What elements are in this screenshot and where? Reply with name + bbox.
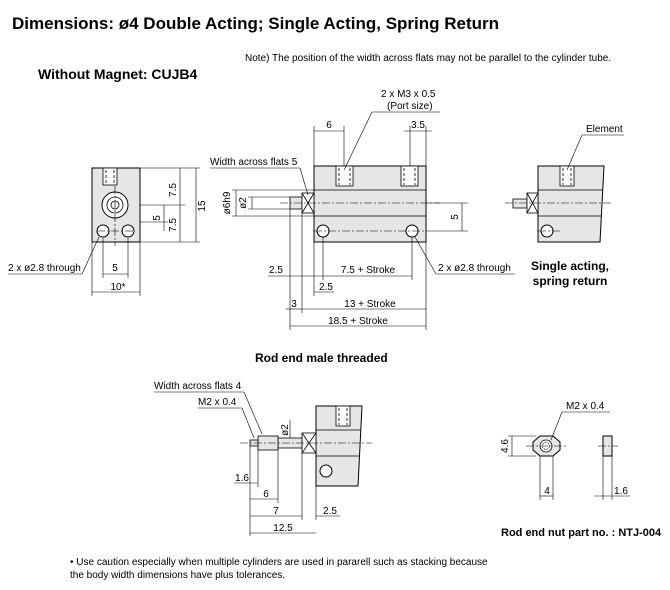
label-m2-rod: M2 x 0.4: [198, 397, 237, 408]
dim-6: 6: [326, 120, 332, 131]
dim-7-5-stroke: 7.5 + Stroke: [341, 265, 396, 276]
dim-7-5-bot: 7.5: [168, 218, 179, 232]
dim-13-stroke: 13 + Stroke: [344, 299, 396, 310]
single-acting-body: [537, 165, 605, 243]
dim-2-5b: 2.5: [319, 282, 333, 293]
label-waf5: Width across flats 5: [210, 157, 298, 168]
caution-note: • Use caution especially when multiple c…: [70, 557, 488, 581]
dim-5-vert: 5: [152, 215, 163, 221]
label-through-left: 2 x ø2.8 through: [8, 263, 81, 274]
section-rod-end-title: Rod end male threaded: [255, 351, 388, 365]
dim-18-5-stroke: 18.5 + Stroke: [328, 316, 388, 327]
dim-phi2-rod: ø2: [280, 424, 291, 436]
dim-phi6h9: ø6h9: [222, 191, 233, 214]
side-port-right: [400, 165, 419, 187]
dim-10: 10*: [110, 282, 125, 293]
label-through-right: 2 x ø2.8 through: [438, 263, 511, 274]
nut-view: M2 x 0.4 4.6 4 1.6: [500, 401, 630, 500]
dim-5-side: 5: [450, 214, 461, 220]
dim-1-6-nut: 1.6: [614, 486, 628, 497]
note-text: Note) The position of the width across f…: [245, 53, 612, 64]
rod-end-view: Width across flats 4 M2 x 0.4 ø2 1.6 6 7…: [154, 381, 372, 536]
dim-2-5-rod: 2.5: [323, 506, 337, 517]
dim-4-6: 4.6: [500, 439, 511, 453]
side-port-left: [335, 165, 354, 187]
dim-3: 3: [291, 299, 297, 310]
label-port-size: (Port size): [387, 101, 433, 112]
dim-phi2: ø2: [238, 197, 249, 209]
label-element: Element: [586, 124, 623, 135]
dim-12-5: 12.5: [273, 523, 293, 534]
subtitle: Without Magnet: CUJB4: [38, 66, 198, 82]
single-acting-label: Single acting, spring return: [530, 259, 609, 288]
label-m2-nut: M2 x 0.4: [566, 401, 605, 412]
dim-7-5-top: 7.5: [168, 183, 179, 197]
label-port-thread: 2 x M3 x 0.5: [381, 89, 436, 100]
dim-1-6: 1.6: [235, 473, 249, 484]
dim-4-nut: 4: [544, 486, 550, 497]
dim-7-rod: 7: [273, 506, 279, 517]
label-waf4: Width across flats 4: [154, 381, 242, 392]
front-view: 7.5 7.5 15 5 5 10* 2 x ø2.8 through: [8, 167, 208, 296]
dim-6-rod: 6: [263, 489, 269, 500]
page-title: Dimensions: ø4 Double Acting; Single Act…: [12, 14, 500, 33]
dim-15: 15: [197, 200, 208, 212]
single-acting-view: Element: [505, 124, 624, 243]
nut-part-label: Rod end nut part no. : NTJ-004: [501, 527, 662, 539]
front-port: [102, 167, 118, 186]
dim-2-5: 2.5: [269, 265, 283, 276]
dim-5-horiz: 5: [112, 263, 118, 274]
dim-3-5: 3.5: [411, 120, 425, 131]
side-view: 6 3.5 2 x M3 x 0.5 (Port size) Width acr…: [210, 89, 515, 330]
